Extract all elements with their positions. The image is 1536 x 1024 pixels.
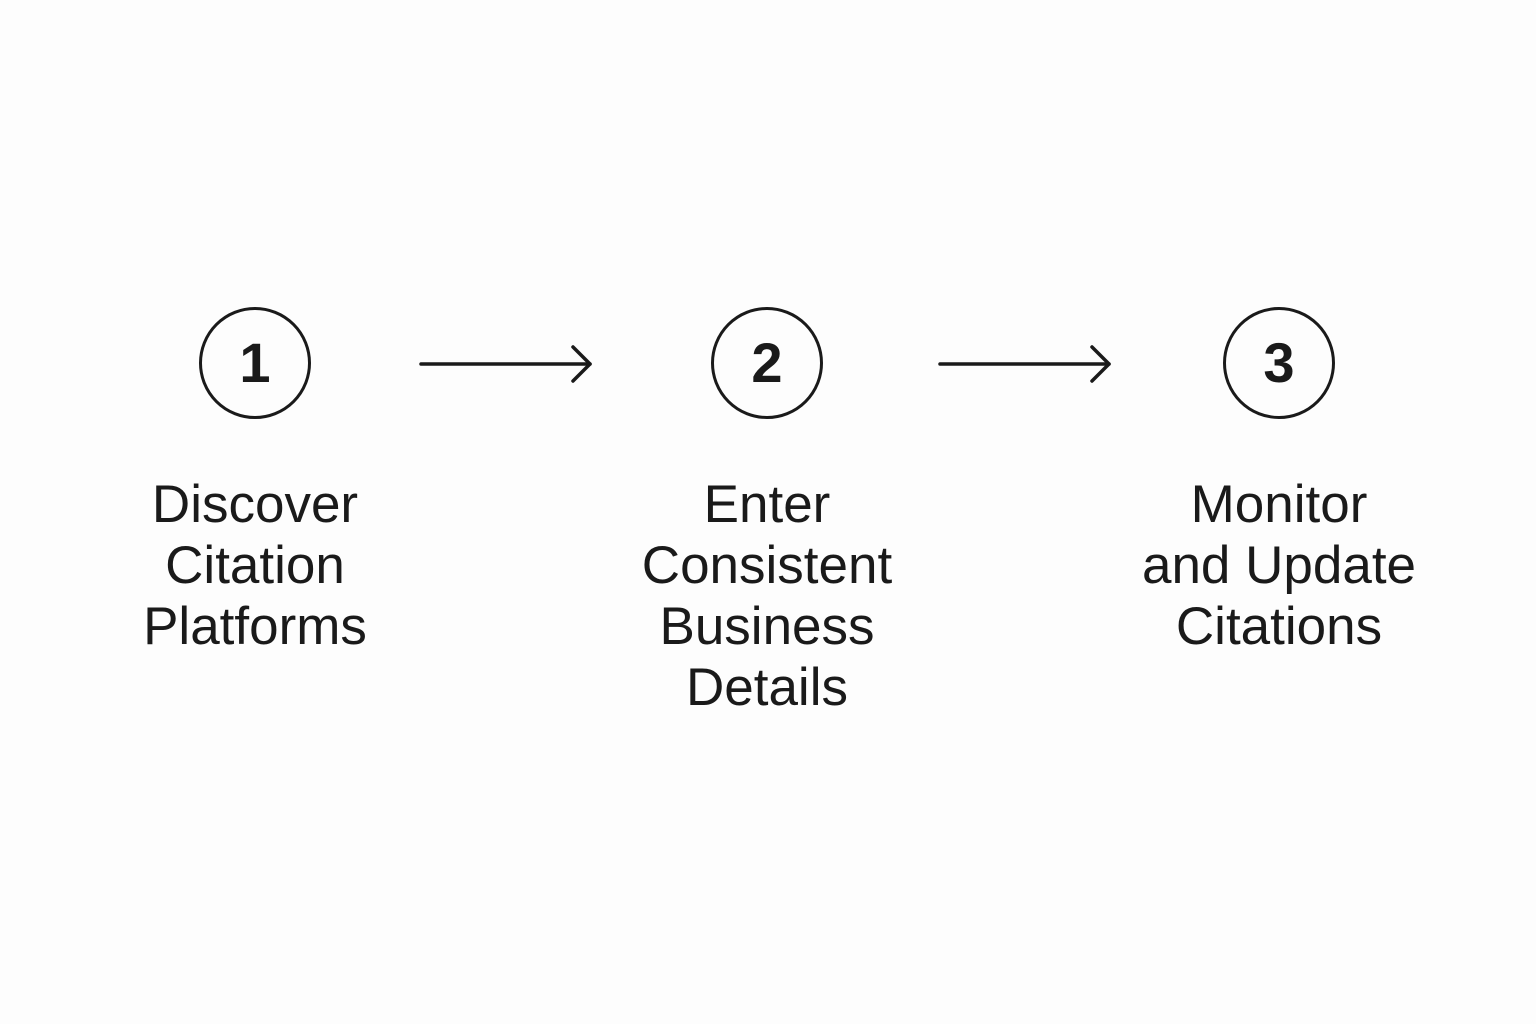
step-1-label-line: Discover xyxy=(151,475,359,534)
step-2-number: 2 xyxy=(751,331,783,394)
step-3-number: 3 xyxy=(1263,331,1295,394)
step-1-label: Discover Citation Platforms xyxy=(75,474,435,657)
step-1-circle: 1 xyxy=(199,307,311,419)
step-2-label-line: Details xyxy=(685,658,848,717)
step-1-label-line: Platforms xyxy=(143,597,367,656)
step-1-number: 1 xyxy=(239,331,271,394)
arrow-right-icon xyxy=(419,345,592,383)
step-3-circle: 3 xyxy=(1223,307,1335,419)
step-2-label-line: Business xyxy=(659,597,875,656)
step-3-label: Monitor and Update Citations xyxy=(1099,474,1459,657)
step-2-label-line: Enter xyxy=(703,475,831,534)
step-3-label-line: Citations xyxy=(1175,597,1383,656)
step-1-label-line: Citation xyxy=(165,536,345,595)
step-3-label-line: Monitor xyxy=(1190,475,1368,534)
step-2-label-line: Consistent xyxy=(641,536,893,595)
step-2-label: Enter Consistent Business Details xyxy=(587,474,947,718)
arrow-right-icon xyxy=(938,345,1111,383)
step-2-circle: 2 xyxy=(711,307,823,419)
step-3-label-line: and Update xyxy=(1141,536,1417,595)
